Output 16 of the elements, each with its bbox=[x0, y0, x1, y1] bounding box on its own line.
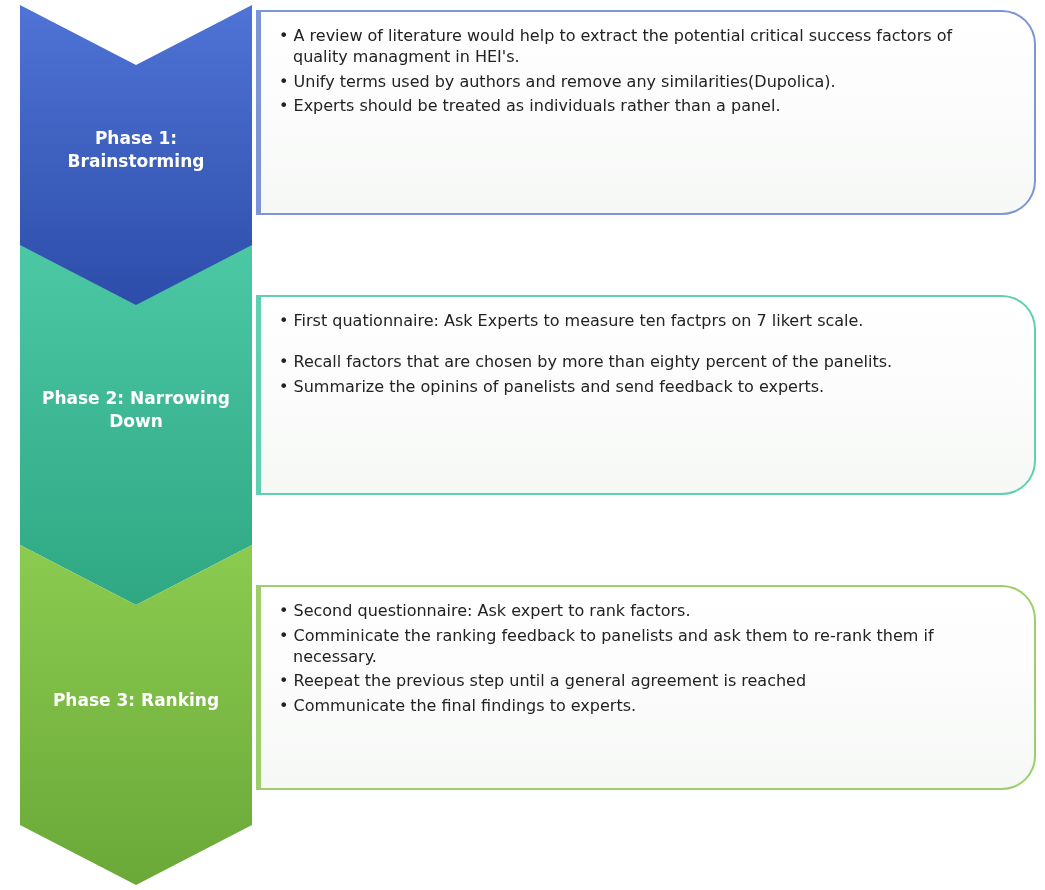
text-panel bbox=[256, 10, 1036, 215]
bullet-point: • A review of literature would help to extract the potential critical success factors of quality managment in HEI's. bbox=[279, 26, 954, 68]
phase-title: Phase 1: Brainstorming bbox=[66, 127, 206, 173]
bullet-point: • Summarize the opinins of panelists and send feedback to experts. bbox=[279, 376, 826, 398]
bullet-point: • Experts should be treated as individuals rather than a panel. bbox=[279, 96, 782, 118]
bullet-point: • First quationnaire: Ask Experts to measure ten factprs on 7 likert scale. bbox=[279, 311, 865, 332]
bullet-point: • Recall factors that are chosen by more than eighty percent of the panelits. bbox=[279, 351, 894, 373]
bullet-point: • Communicate the final findings to experts. bbox=[279, 696, 638, 717]
bullet-point: • Comminicate the ranking feedback to panelists and ask them to re-rank them if necessary. bbox=[279, 625, 935, 668]
bullet-point: • Unify terms used by authors and remove any similarities(Dupolica). bbox=[279, 71, 837, 93]
bullet-point: • Second questionnaire: Ask expert to rank factors. bbox=[279, 601, 692, 622]
phase-title: Phase 3: Ranking bbox=[51, 688, 221, 712]
phase-title: Phase 2: Narrowing Down bbox=[40, 387, 232, 433]
bullet-point: • Reepeat the previous step until a general agreement is reached bbox=[279, 671, 808, 693]
text-panel bbox=[256, 295, 1036, 495]
text-panel bbox=[256, 585, 1036, 790]
